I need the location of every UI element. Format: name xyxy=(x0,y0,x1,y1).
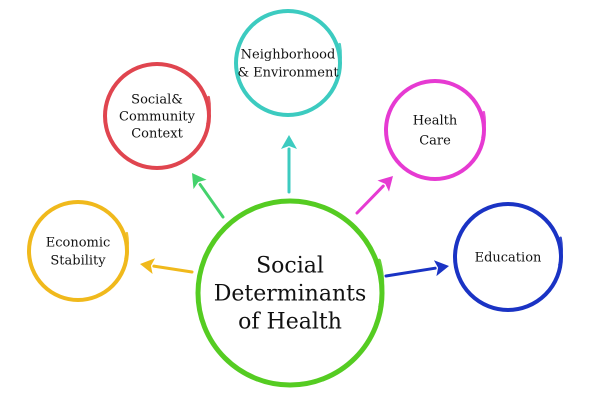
circle-economic-stability xyxy=(27,200,129,302)
circle-education-brush-stroke xyxy=(558,236,563,267)
label-economic-stability-line: Stability xyxy=(50,254,106,269)
label-social-community-context-line: Community xyxy=(119,110,196,125)
label-hub-line: Determinants xyxy=(214,282,367,307)
circle-social-community-context xyxy=(103,62,211,170)
circle-economic-stability-ring xyxy=(27,200,129,302)
label-social-community-context-line: Social& xyxy=(131,93,183,108)
label-neighborhood-environment-line: & Environment xyxy=(237,66,339,81)
circle-hub xyxy=(195,198,385,388)
label-hub-line: of Health xyxy=(238,310,342,335)
circle-neighborhood-environment-ring xyxy=(234,9,342,117)
label-education: Education xyxy=(475,251,542,266)
circle-neighborhood-environment-brush-stroke xyxy=(337,42,342,72)
label-economic-stability-line: Economic xyxy=(46,236,111,251)
arrow-to-health-care-head xyxy=(377,176,393,192)
label-social-community-context-line: Context xyxy=(131,127,183,142)
label-education-line: Education xyxy=(475,251,542,266)
arrow-to-social-community-context-head xyxy=(192,173,207,190)
circle-social-community-context-brush-stroke xyxy=(206,95,211,125)
arrow-to-neighborhood-environment-head xyxy=(281,135,297,149)
circle-health-care xyxy=(384,79,486,181)
circle-education xyxy=(453,202,563,312)
label-hub-line: Social xyxy=(256,254,324,279)
circle-neighborhood-environment xyxy=(234,9,342,117)
label-neighborhood-environment: Neighborhood & Environment xyxy=(237,48,339,81)
arrow-to-health-care-shaft xyxy=(355,184,385,215)
arrow-to-neighborhood-environment xyxy=(281,135,297,194)
arrow-to-health-care xyxy=(355,176,393,215)
arrow-to-economic-stability xyxy=(140,258,194,274)
circle-health-care-ring xyxy=(384,79,486,181)
arrow-to-education-shaft xyxy=(384,266,437,278)
arrow-to-social-community-context xyxy=(192,173,225,219)
label-neighborhood-environment-line: Neighborhood xyxy=(241,48,336,63)
circle-hub-brush-stroke xyxy=(377,258,385,309)
arrow-to-economic-stability-shaft xyxy=(152,264,194,274)
circle-economic-stability-brush-stroke xyxy=(124,231,129,260)
label-health-care-line: Health xyxy=(413,114,458,129)
arrow-to-economic-stability-head xyxy=(140,258,156,274)
arrow-to-education-head xyxy=(433,260,449,277)
arrow-to-education xyxy=(384,260,449,278)
label-health-care-line: Care xyxy=(419,134,451,149)
arrow-to-social-community-context-shaft xyxy=(198,182,225,219)
circle-health-care-brush-stroke xyxy=(481,110,486,139)
